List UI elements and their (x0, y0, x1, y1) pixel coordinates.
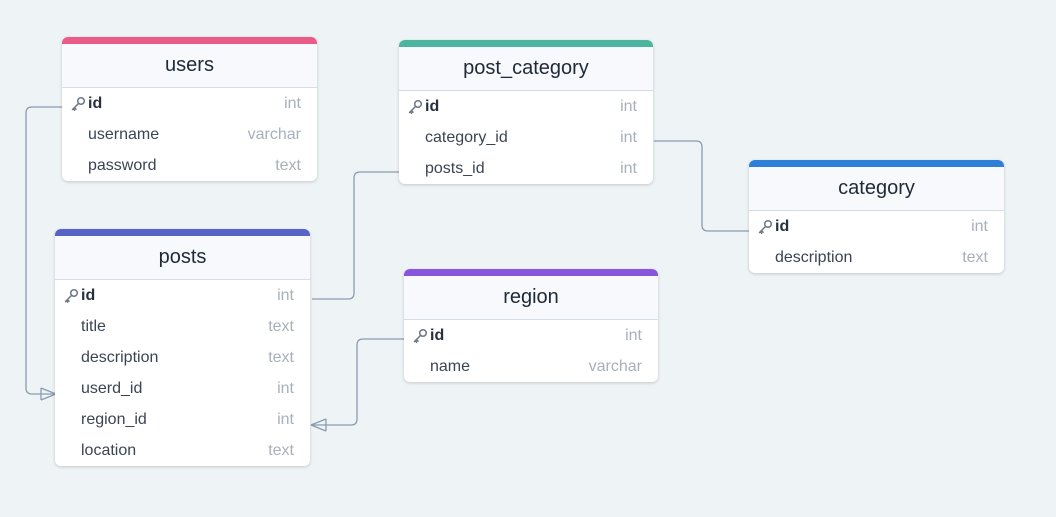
primary-key-icon (70, 96, 86, 112)
field-name: title (81, 317, 106, 335)
primary-key-icon (407, 99, 423, 115)
table-category[interactable]: category id int description text (749, 160, 1004, 273)
field-row[interactable]: id int (399, 91, 653, 122)
field-type: int (277, 410, 294, 428)
primary-key-icon (63, 288, 79, 304)
primary-key-icon (757, 219, 773, 235)
field-row[interactable]: id int (404, 320, 658, 351)
rel-postcategory-category (654, 140, 750, 232)
field-name: posts_id (425, 159, 485, 177)
field-type: text (962, 248, 988, 266)
field-type: varchar (247, 125, 301, 143)
field-row[interactable]: name varchar (404, 351, 658, 382)
table-header[interactable]: post_category (399, 47, 653, 91)
field-type: int (971, 217, 988, 235)
field-row[interactable]: id int (62, 88, 317, 119)
field-name: username (88, 125, 160, 143)
field-row[interactable]: location text (55, 435, 310, 466)
table-users[interactable]: users id int username varchar password text (62, 37, 317, 181)
field-row[interactable]: description text (55, 342, 310, 373)
field-name: id (88, 94, 103, 112)
field-type: text (268, 317, 294, 335)
table-color-bar (404, 269, 658, 276)
field-type: text (275, 156, 301, 174)
field-name: userd_id (81, 379, 143, 397)
table-header[interactable]: region (404, 276, 658, 320)
field-type: text (268, 348, 294, 366)
table-header[interactable]: category (749, 167, 1004, 211)
field-type: int (284, 94, 301, 112)
field-type: int (620, 97, 637, 115)
rel-posts-postcategory (312, 171, 399, 300)
field-type: int (277, 286, 294, 304)
field-row[interactable]: title text (55, 311, 310, 342)
field-type: int (620, 159, 637, 177)
field-row[interactable]: userd_id int (55, 373, 310, 404)
rel-region-posts (311, 338, 404, 426)
field-row[interactable]: username varchar (62, 119, 317, 150)
table-posts[interactable]: posts id int title text description text userd_… (55, 229, 310, 466)
table-header[interactable]: posts (55, 236, 310, 280)
field-type: int (620, 128, 637, 146)
crowfoot-posts-userd (40, 387, 57, 401)
table-color-bar (399, 40, 653, 47)
field-name: password (88, 156, 157, 174)
field-type: int (277, 379, 294, 397)
field-name: region_id (81, 410, 147, 428)
field-row[interactable]: id int (55, 280, 310, 311)
field-row[interactable]: description text (749, 242, 1004, 273)
field-name: id (425, 97, 440, 115)
field-name: name (430, 357, 471, 375)
table-color-bar (749, 160, 1004, 167)
table-color-bar (62, 37, 317, 44)
field-row[interactable]: posts_id int (399, 153, 653, 184)
field-name: category_id (425, 128, 508, 146)
field-type: int (625, 326, 642, 344)
field-type: text (268, 441, 294, 459)
table-color-bar (55, 229, 310, 236)
field-type: varchar (588, 357, 642, 375)
field-name: description (775, 248, 853, 266)
field-name: description (81, 348, 159, 366)
field-name: id (81, 286, 96, 304)
table-region[interactable]: region id int name varchar (404, 269, 658, 382)
field-name: id (430, 326, 445, 344)
field-row[interactable]: password text (62, 150, 317, 181)
field-row[interactable]: category_id int (399, 122, 653, 153)
crowfoot-posts-region (310, 418, 327, 432)
field-name: id (775, 217, 790, 235)
primary-key-icon (412, 328, 428, 344)
field-row[interactable]: id int (749, 211, 1004, 242)
table-header[interactable]: users (62, 44, 317, 88)
field-row[interactable]: region_id int (55, 404, 310, 435)
field-name: location (81, 441, 137, 459)
